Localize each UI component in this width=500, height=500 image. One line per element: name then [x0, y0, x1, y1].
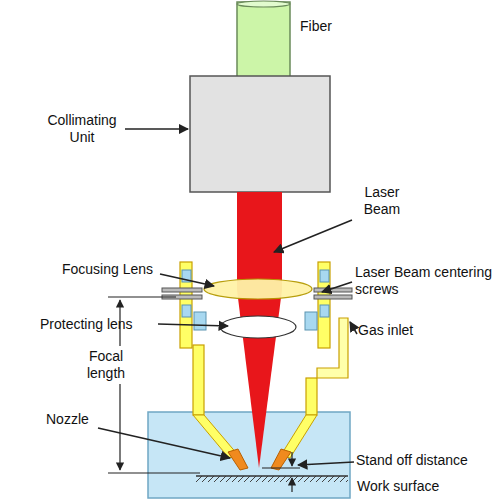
focal-length-label: Focal length — [78, 346, 134, 384]
standoff-distance-label: Stand off distance — [356, 452, 496, 469]
work-area — [148, 412, 350, 498]
standoff-dimension — [262, 452, 300, 492]
gas-inlet-label: Gas inlet — [358, 322, 428, 339]
nozzle — [193, 415, 317, 470]
centering-screws-label: Laser Beam centering screws — [355, 264, 495, 298]
leader-lines — [98, 129, 357, 465]
laser-beam — [237, 192, 282, 290]
work-surface-label: Work surface — [357, 478, 477, 495]
fiber-label: Fiber — [300, 18, 360, 35]
gas-inlet-pipe — [317, 318, 348, 378]
laser-beam-label: Laser Beam — [352, 184, 412, 218]
work-surface — [196, 476, 348, 482]
protecting-lens — [220, 316, 296, 338]
fiber — [237, 2, 290, 78]
protecting-lens-label: Protecting lens — [40, 316, 155, 333]
collimating-unit-label: Collimating Unit — [42, 112, 122, 146]
focusing-lens-label: Focusing Lens — [62, 261, 162, 278]
collimating-unit — [190, 76, 330, 192]
focusing-lens — [204, 279, 312, 299]
nozzle-label: Nozzle — [46, 411, 106, 428]
